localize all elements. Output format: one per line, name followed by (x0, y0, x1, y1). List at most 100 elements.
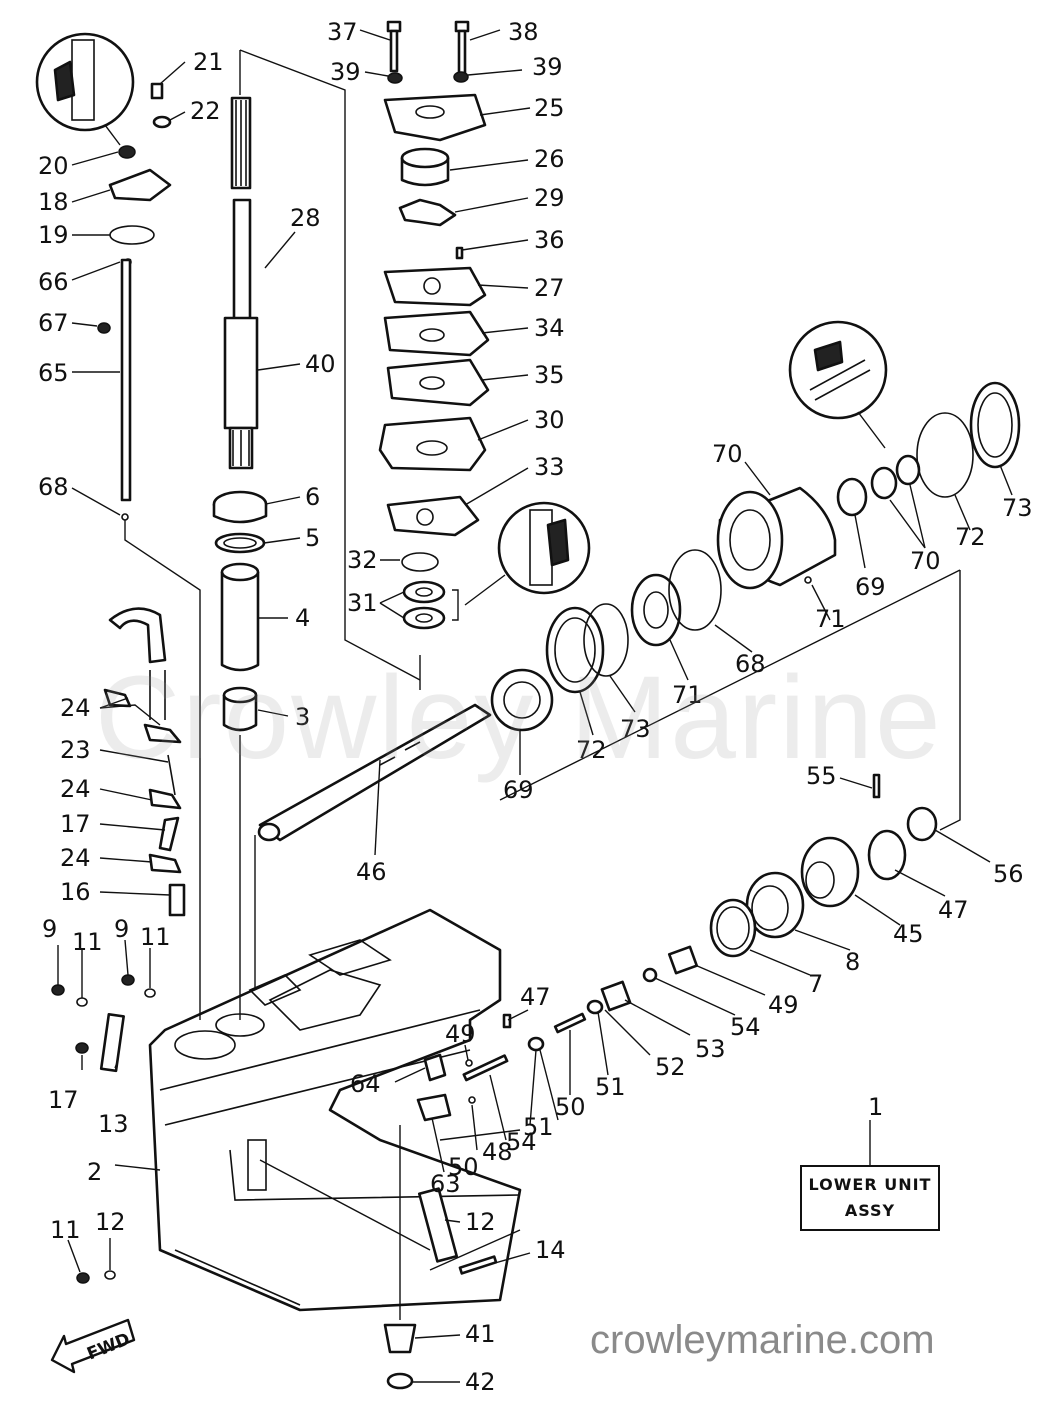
callout-51b: 51 (523, 1113, 554, 1141)
callout-25: 25 (534, 94, 565, 122)
callout-30: 30 (534, 406, 565, 434)
callout-36: 36 (534, 226, 565, 254)
callout-2: 2 (87, 1158, 102, 1186)
callout-42: 42 (465, 1368, 496, 1396)
forward-gear (490, 668, 554, 732)
leader-lines (57, 29, 1013, 1383)
assy-label-line1: LOWER UNIT (808, 1175, 932, 1194)
shift-plunger-parts (416, 945, 699, 1122)
callout-61: 67 (38, 309, 69, 337)
callout-68: 68 (735, 650, 766, 678)
assy-label-line2: ASSY (844, 1201, 896, 1220)
callout-65: 71 (672, 681, 703, 709)
callout-14: 14 (535, 1236, 566, 1264)
callout-73: 73 (1002, 494, 1033, 522)
callout-60: 66 (38, 268, 69, 296)
callout-71: 71 (815, 605, 846, 633)
callout-38: 38 (508, 18, 539, 46)
callout-29: 28 (290, 204, 321, 232)
callout-49b: 50 (448, 1153, 479, 1181)
callout-9a: 9 (42, 915, 57, 943)
callout-53: 53 (695, 1035, 726, 1063)
callout-8: 8 (845, 948, 860, 976)
callout-39a: 39 (330, 58, 361, 86)
callout-24c: 24 (60, 844, 91, 872)
callout-46: 47 (520, 983, 551, 1011)
callout-41: 41 (465, 1320, 496, 1348)
callout-26: 26 (534, 145, 565, 173)
callout-21: 16 (60, 878, 91, 906)
callout-1: 1 (868, 1093, 883, 1121)
callout-48: 49 (768, 991, 799, 1019)
callout-44: 46 (356, 858, 387, 886)
callout-37: 37 (327, 18, 358, 46)
callout-32: 32 (347, 546, 378, 574)
callout-69: 69 (855, 573, 886, 601)
lower-unit-assy-label: LOWER UNIT ASSY (800, 1165, 940, 1231)
callout-18: 20 (38, 152, 69, 180)
forward-arrow-icon: FWD (50, 1318, 136, 1374)
callout-24a: 24 (60, 694, 91, 722)
reverse-gear-clutch (709, 773, 938, 958)
callout-55: 55 (806, 762, 837, 790)
propeller-shaft (257, 703, 492, 842)
detail-inset-bearing-housing (788, 320, 888, 449)
callout-12: 12 (465, 1208, 496, 1236)
callout-67: 73 (620, 715, 651, 743)
callout-54b: 54 (506, 1128, 537, 1156)
shims-and-bearings (545, 549, 722, 694)
callout-10: 11 (50, 1216, 81, 1244)
propeller-shaft-housing (716, 381, 1021, 590)
shift-rod-parts (97, 82, 172, 521)
callout-7: 7 (808, 970, 823, 998)
callout-52: 52 (655, 1053, 686, 1081)
callout-35: 35 (534, 361, 565, 389)
callout-31: 31 (347, 589, 378, 617)
callout-40: 40 (305, 350, 336, 378)
callout-54a: 54 (730, 1013, 761, 1041)
callout-66: 72 (576, 736, 607, 764)
callout-16: 18 (38, 188, 69, 216)
detail-inset-right-bearing (464, 501, 591, 606)
callout-49a: 49 (445, 1020, 476, 1048)
callout-4: 4 (295, 604, 310, 632)
callout-5: 5 (305, 524, 320, 552)
callout-22: 17 (60, 810, 91, 838)
callout-43: 45 (893, 920, 924, 948)
site-watermark: crowleymarine.com (590, 1318, 935, 1362)
callout-11b: 11 (140, 923, 171, 951)
anodes-and-screws (51, 974, 498, 1390)
callout-19: 21 (193, 48, 224, 76)
callout-50: 50 (555, 1093, 586, 1121)
water-pump-assembly (378, 20, 490, 630)
callout-28: 29 (534, 184, 565, 212)
reference-lines (124, 49, 961, 1320)
callout-72: 72 (955, 523, 986, 551)
callout-56: 56 (993, 860, 1024, 888)
callout-3: 3 (295, 703, 310, 731)
callout-9b: 9 (114, 915, 129, 943)
callout-57: 63 (430, 1170, 461, 1198)
callout-34: 34 (534, 314, 565, 342)
callout-51a: 51 (595, 1073, 626, 1101)
callout-39b: 39 (532, 53, 563, 81)
callout-13: 13 (98, 1110, 129, 1138)
callout-11a: 11 (72, 928, 103, 956)
callout-24b: 24 (60, 775, 91, 803)
callout-63: 69 (503, 776, 534, 804)
callout-15: 17 (48, 1086, 79, 1114)
callout-23: 23 (60, 736, 91, 764)
callout-47: 48 (482, 1138, 513, 1166)
gear-case-housing (148, 908, 522, 1312)
callout-59: 65 (38, 359, 69, 387)
callout-6: 6 (305, 483, 320, 511)
callout-64: 70 (712, 440, 743, 468)
drive-shaft-bearings (212, 490, 268, 732)
callout-labels: 37 38 39 39 25 26 29 36 27 34 35 30 33 3… (38, 18, 1033, 1396)
callout-62: 68 (38, 473, 69, 501)
callout-11c: 12 (95, 1208, 126, 1236)
callout-17: 19 (38, 221, 69, 249)
callout-20: 22 (190, 97, 221, 125)
callout-27: 27 (534, 274, 565, 302)
